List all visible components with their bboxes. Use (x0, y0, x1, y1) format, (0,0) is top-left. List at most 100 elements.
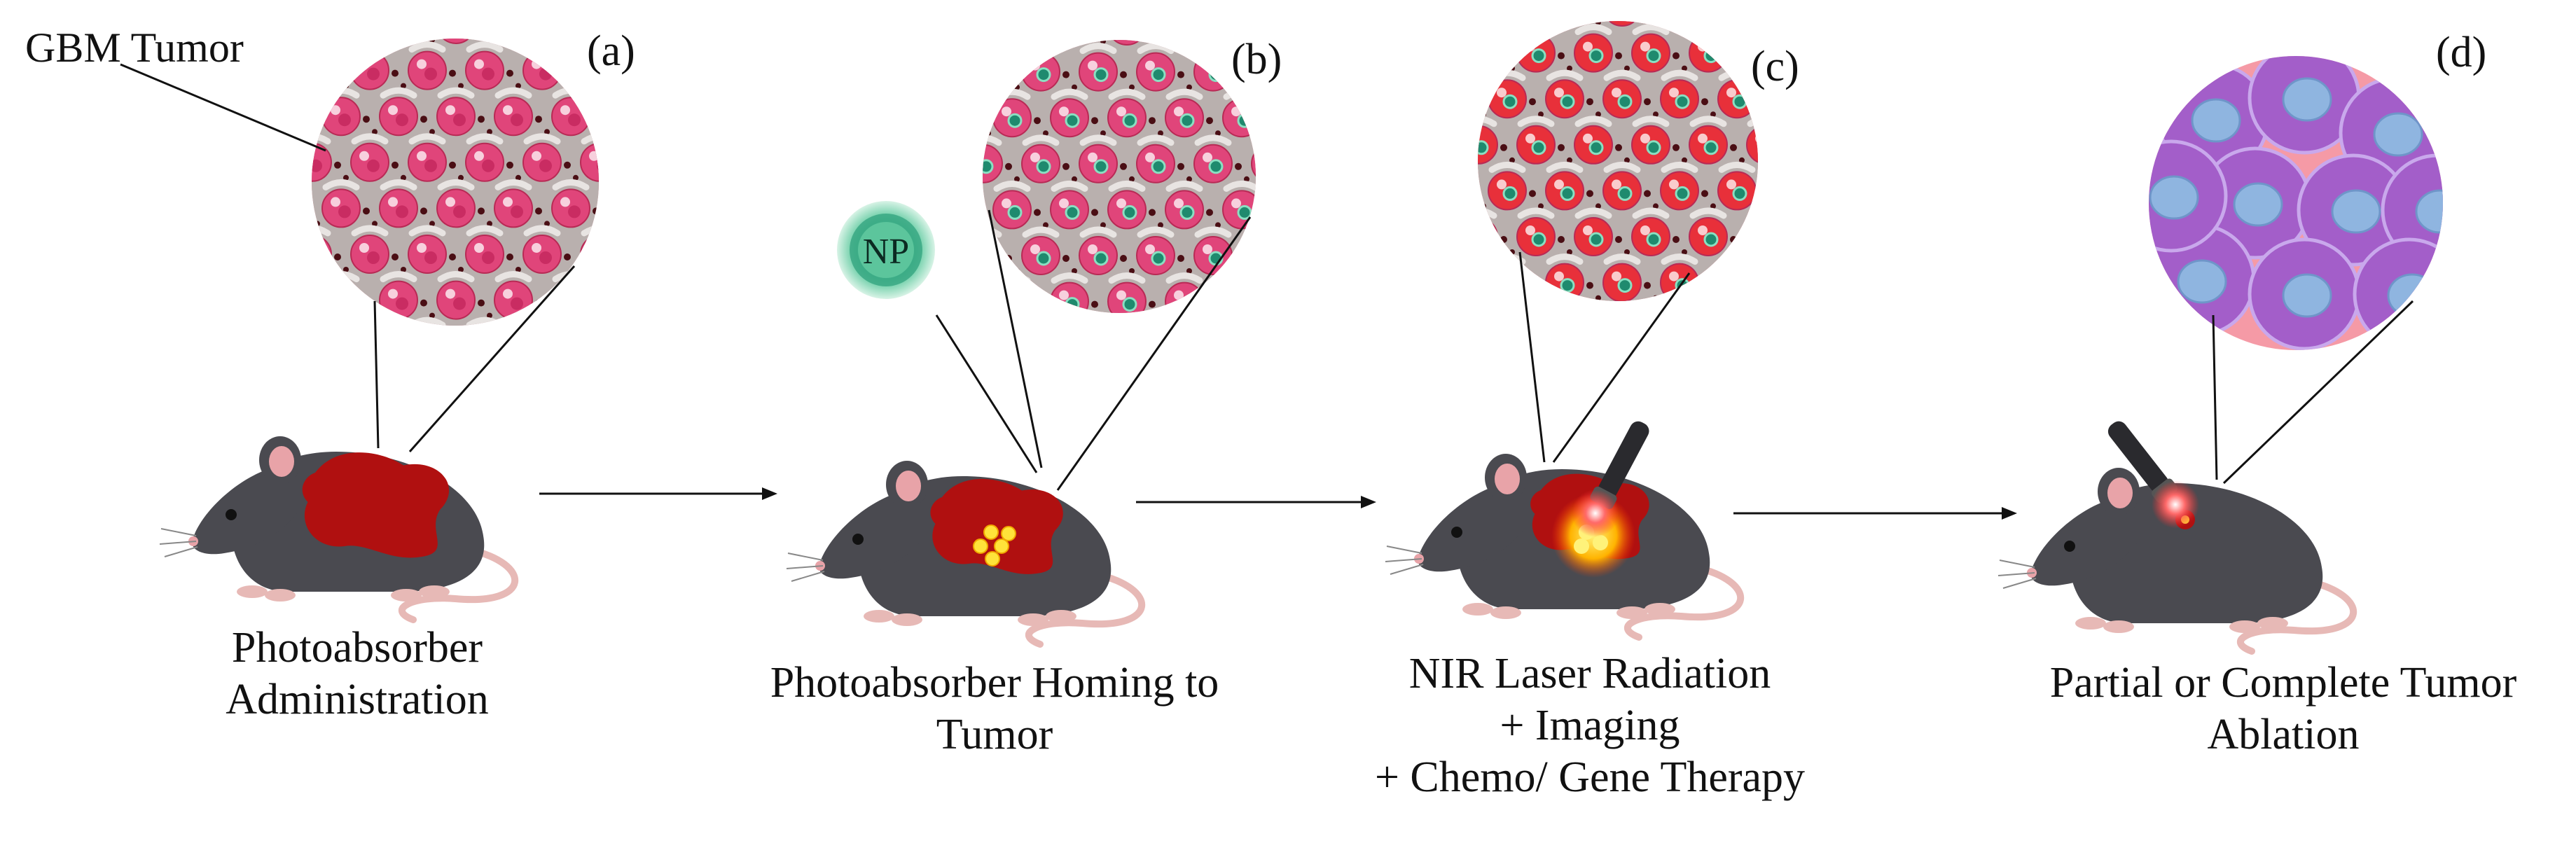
mouse-eye (852, 534, 864, 545)
caption-a-line-1: Photoabsorber (231, 624, 483, 672)
mouse-body (2070, 483, 2323, 623)
tissue-magnifier-c (1431, 0, 1758, 302)
mouse-a (159, 436, 519, 623)
tumor-cell (1631, 207, 1670, 256)
tumor-cell (1193, 226, 1233, 275)
tumor-cell (523, 317, 561, 326)
tumor-cell (351, 317, 389, 326)
tumor-cell (936, 0, 974, 45)
mouse-d (1997, 421, 2357, 655)
tumor-cell (1107, 40, 1147, 46)
ablated-cell (2248, 56, 2361, 155)
tumor-cell (1602, 253, 1642, 301)
tumor-cell (321, 179, 361, 228)
zoom-line-b-left (988, 209, 1043, 468)
process-arrows (539, 487, 2017, 520)
tumor-cell (983, 43, 1003, 92)
tumor-cell (992, 40, 1032, 46)
tumor-region (930, 478, 1063, 574)
tumor-cell (1516, 24, 1556, 73)
ablated-cell (2297, 153, 2410, 267)
tumor-cell (1717, 253, 1757, 301)
tumor-cell (494, 39, 533, 44)
tumor-cell (1660, 253, 1699, 301)
tumor-cell (581, 317, 599, 326)
zoom-line-a-left (373, 300, 380, 449)
tumor-cell (1660, 69, 1699, 119)
tumor-cell (321, 87, 361, 137)
caption-c-line-2: + Imaging (1500, 702, 1680, 749)
tumor-cell (1021, 43, 1060, 92)
tumor-cell (312, 133, 332, 182)
tumor-cell (466, 317, 504, 326)
tumor-cell (465, 41, 504, 90)
nir-laser-icon (2107, 421, 2200, 529)
caption-c-line-3: + Chemo/ Gene Therapy (1374, 753, 1806, 801)
tumor-cell (1136, 43, 1175, 92)
tissue-magnifier-d (2149, 56, 2443, 350)
tumor-cell (1431, 257, 1469, 302)
tumor-cell (265, 182, 303, 227)
tumor-cell (522, 41, 562, 90)
tumor-cell (983, 134, 1003, 183)
tumor-cell (312, 41, 332, 90)
tumor-cell (1660, 21, 1699, 27)
tumor-cell (1746, 116, 1758, 165)
tumor-cell (992, 180, 1032, 230)
tumor-cell (1717, 69, 1757, 119)
tumor-cell (1478, 299, 1497, 301)
mouse-tail (399, 546, 519, 623)
mouse-b (786, 461, 1146, 648)
tumor-cell (379, 39, 418, 44)
panel-label-b: (b) (1231, 36, 1282, 83)
tumor-cell (1222, 180, 1256, 230)
tumor-cell (936, 183, 974, 228)
tumor-cell (1431, 0, 1469, 26)
caption-b: Photoabsorber Homing to Tumor (749, 657, 1240, 760)
tumor-cell (1545, 69, 1584, 119)
tumor-cell (379, 179, 418, 228)
tumor-cell (1574, 207, 1613, 256)
tumor-cell (379, 271, 418, 320)
tumor-cell (1631, 24, 1670, 73)
ablated-cell (2248, 237, 2361, 350)
tumor-cell (408, 133, 447, 182)
tumor-cell (1079, 226, 1118, 275)
tumor-cell (1516, 116, 1556, 165)
np-pointer-line (935, 314, 1038, 473)
tumor-cell (522, 133, 562, 182)
tumor-cell (1574, 116, 1613, 165)
caption-d-line-1: Partial or Complete Tumor (2049, 659, 2517, 707)
laser-beam-glow (2152, 480, 2200, 529)
tumor-cell (1689, 116, 1728, 165)
tumor-cell (436, 179, 476, 228)
tumor-cell (265, 0, 303, 43)
gbm-pointer-line (120, 63, 326, 152)
tumor-cell (1602, 161, 1642, 211)
tumor-cell (465, 133, 504, 182)
tumor-cell (1689, 207, 1728, 256)
tumor-cell (312, 317, 331, 326)
tumor-cell (1165, 272, 1204, 313)
zoom-line-d-left (2212, 314, 2218, 480)
tumor-cell (1107, 180, 1147, 230)
caption-d: Partial or Complete Tumor Ablation (2017, 657, 2549, 760)
nanoparticle-dot (973, 538, 988, 554)
tumor-cell (321, 271, 361, 320)
tumor-cell (436, 39, 476, 44)
tumor-cell (1488, 161, 1527, 211)
np-text: NP (863, 232, 909, 272)
zoom-line-c-right (1552, 272, 1691, 463)
tumor-cell (1079, 43, 1118, 92)
tumor-cell (1488, 69, 1527, 119)
mouse-c (1385, 421, 1745, 641)
tumor-cell (1602, 21, 1642, 27)
nir-laser-icon (1571, 421, 1649, 537)
tumor-cell (265, 90, 303, 135)
nanoparticle-dot (983, 524, 999, 540)
tumor-cell (494, 179, 533, 228)
panel-label-a: (a) (587, 27, 635, 75)
tumor-cell (551, 179, 590, 228)
